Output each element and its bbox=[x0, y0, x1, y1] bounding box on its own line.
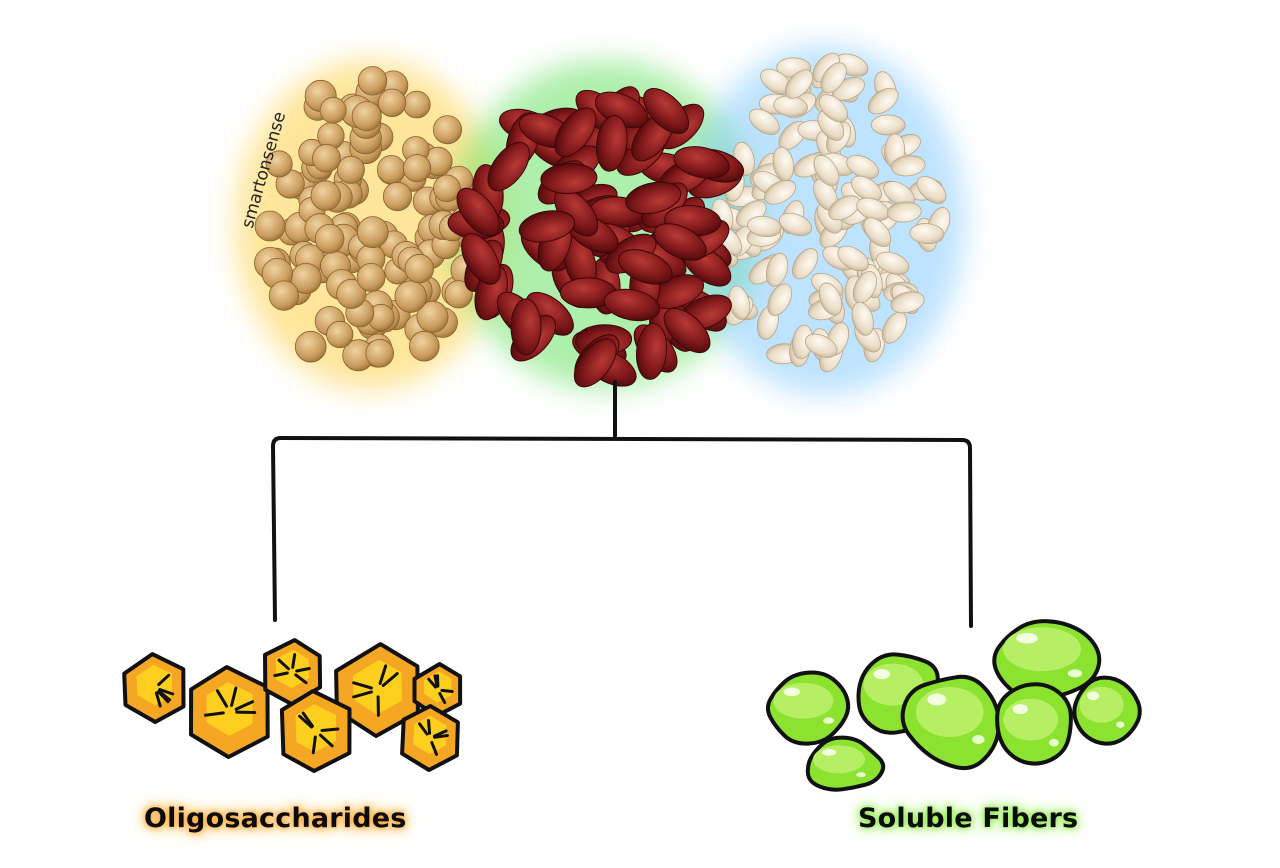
white-bean bbox=[804, 333, 838, 358]
kidney-bean bbox=[653, 223, 707, 261]
kidney-bean bbox=[573, 338, 617, 388]
chickpea bbox=[382, 181, 413, 212]
white-bean bbox=[820, 62, 847, 94]
chickpea bbox=[254, 210, 286, 242]
chickpea bbox=[365, 338, 395, 368]
chickpea bbox=[416, 300, 449, 333]
white-bean bbox=[851, 301, 874, 336]
kidney-bean bbox=[663, 307, 711, 354]
fiber-blob bbox=[805, 735, 886, 792]
white-bean bbox=[863, 217, 892, 248]
kidney-bean bbox=[510, 298, 542, 356]
kidney-bean bbox=[461, 233, 501, 285]
white-bean bbox=[792, 248, 819, 280]
chickpea bbox=[402, 154, 432, 183]
kidney-bean bbox=[456, 187, 500, 237]
kidney-bean bbox=[625, 181, 682, 215]
fiber-blob bbox=[765, 670, 851, 746]
chickpea bbox=[432, 115, 462, 145]
white-bean bbox=[909, 223, 945, 245]
kidney-bean bbox=[643, 88, 690, 134]
white-bean bbox=[870, 114, 906, 136]
kidney-bean bbox=[673, 146, 730, 179]
chickpea bbox=[326, 320, 354, 349]
branch-label-oligosaccharides: Oligosaccharides bbox=[144, 803, 407, 834]
chickpea bbox=[444, 280, 473, 309]
tree-connector bbox=[271, 380, 973, 628]
white-bean bbox=[886, 201, 922, 223]
kidney-bean bbox=[487, 141, 530, 192]
branch-label-soluble-fibers: Soluble Fibers bbox=[858, 803, 1079, 834]
chickpea bbox=[312, 143, 341, 173]
kidney-bean bbox=[540, 162, 598, 195]
fiber-blob bbox=[992, 619, 1102, 702]
white-bean bbox=[818, 282, 843, 316]
chickpea bbox=[404, 253, 435, 284]
chickpea bbox=[351, 101, 382, 132]
white-bean bbox=[763, 179, 797, 205]
white-bean bbox=[828, 195, 861, 221]
soluble-fiber-blobs-icon bbox=[765, 619, 1142, 792]
crystal bbox=[400, 704, 460, 772]
chickpea bbox=[402, 90, 431, 119]
white-bean bbox=[850, 175, 882, 202]
white-bean bbox=[837, 245, 869, 272]
chickpea bbox=[294, 330, 327, 363]
white-bean-pile bbox=[701, 52, 951, 373]
kidney-bean bbox=[596, 114, 628, 172]
white-bean bbox=[748, 108, 780, 135]
white-bean bbox=[818, 94, 849, 123]
kidney-bean bbox=[554, 107, 597, 158]
branch-line bbox=[271, 436, 973, 628]
crystal bbox=[279, 689, 352, 773]
chickpea bbox=[377, 88, 407, 118]
white-bean bbox=[784, 69, 814, 99]
white-bean bbox=[916, 176, 947, 204]
white-bean bbox=[747, 215, 782, 238]
chickpea bbox=[356, 262, 386, 292]
crystal bbox=[412, 662, 463, 718]
kidney-bean bbox=[603, 288, 660, 322]
crystal bbox=[189, 665, 270, 759]
chickpea bbox=[319, 96, 347, 124]
white-bean bbox=[890, 155, 926, 177]
kidney-bean bbox=[635, 322, 668, 380]
white-bean bbox=[778, 212, 813, 237]
white-bean bbox=[767, 283, 793, 316]
chickpea bbox=[336, 278, 367, 309]
chickpea bbox=[376, 155, 406, 184]
kidney-bean bbox=[618, 249, 673, 285]
white-bean bbox=[813, 154, 840, 187]
white-bean bbox=[772, 146, 794, 182]
chickpea bbox=[356, 216, 389, 249]
crystal bbox=[122, 652, 186, 724]
chickpea bbox=[433, 174, 461, 203]
chickpea bbox=[394, 280, 427, 313]
white-bean bbox=[890, 291, 925, 314]
white-bean bbox=[875, 251, 910, 275]
chickpea bbox=[265, 150, 293, 178]
chickpea bbox=[314, 224, 345, 254]
fiber-blob bbox=[900, 674, 1001, 771]
chickpea bbox=[310, 180, 342, 211]
kidney-bean bbox=[518, 210, 576, 243]
chickpea bbox=[268, 280, 299, 311]
chickpea bbox=[357, 66, 388, 96]
chickpea bbox=[408, 330, 440, 362]
crystal bbox=[334, 642, 420, 738]
chickpea-pile bbox=[254, 66, 486, 372]
fiber-blob bbox=[995, 682, 1073, 766]
kidney-bean-pile bbox=[447, 86, 745, 388]
white-bean bbox=[867, 87, 899, 115]
chickpea bbox=[336, 155, 365, 184]
fiber-blob bbox=[1072, 675, 1142, 746]
white-bean bbox=[765, 252, 789, 287]
oligosaccharide-crystals-icon bbox=[122, 638, 463, 773]
